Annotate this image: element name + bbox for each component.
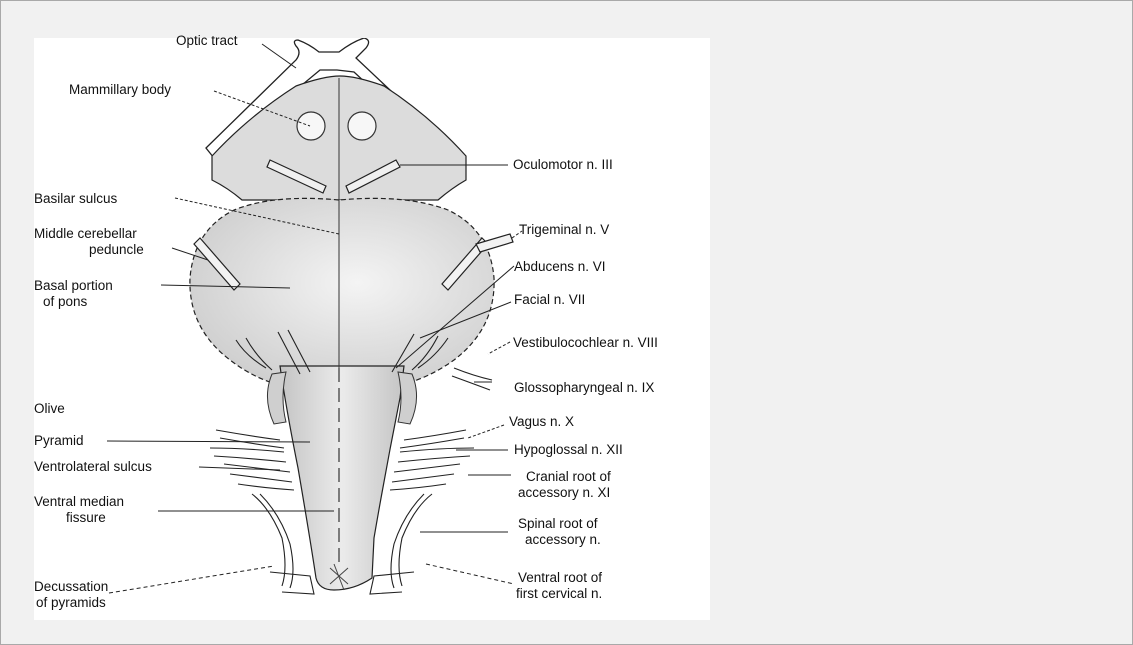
brainstem-figure: Optic tract Mammillary body Oculomotor n… [34,38,710,620]
olive-left [267,372,286,424]
label-ventral-root-line2: first cervical n. [516,586,602,602]
label-ventral-median-line2: fissure [66,510,106,526]
olive-right [398,372,417,424]
label-vagus: Vagus n. X [509,414,574,430]
label-decussation-line1: Decussation [34,579,108,595]
mammillary-body-right [348,112,376,140]
label-pyramid: Pyramid [34,433,84,449]
label-abducens: Abducens n. VI [514,259,606,275]
label-basilar-sulcus: Basilar sulcus [34,191,117,207]
label-spinal-root-line1: Spinal root of [518,516,598,532]
label-spinal-root-line2: accessory n. [525,532,601,548]
label-oculomotor: Oculomotor n. III [513,157,613,173]
label-optic-tract: Optic tract [176,33,238,49]
label-vestibulocochlear: Vestibulocochlear n. VIII [513,335,658,351]
label-basal-pons-line2: of pons [43,294,87,310]
brainstem-drawing [34,38,710,620]
trigeminal-nerve [476,234,513,252]
label-hypoglossal: Hypoglossal n. XII [514,442,623,458]
label-cranial-root-line2: accessory n. XI [518,485,610,501]
label-glossopharyngeal: Glossopharyngeal n. IX [514,380,654,396]
label-basal-pons-line1: Basal portion [34,278,113,294]
mammillary-body-left [297,112,325,140]
label-ventrolateral-sulcus: Ventrolateral sulcus [34,459,152,475]
label-decussation-line2: of pyramids [36,595,106,611]
label-trigeminal: Trigeminal n. V [519,222,609,238]
label-middle-cerebellar-line2: peduncle [89,242,144,258]
label-ventral-root-line1: Ventral root of [518,570,602,586]
medulla-shape [280,366,404,590]
label-olive: Olive [34,401,65,417]
label-facial: Facial n. VII [514,292,585,308]
pons-shape [190,198,494,386]
label-ventral-median-line1: Ventral median [34,494,124,510]
label-middle-cerebellar-line1: Middle cerebellar [34,226,137,242]
label-mammillary-body: Mammillary body [69,82,171,98]
label-cranial-root-line1: Cranial root of [526,469,611,485]
